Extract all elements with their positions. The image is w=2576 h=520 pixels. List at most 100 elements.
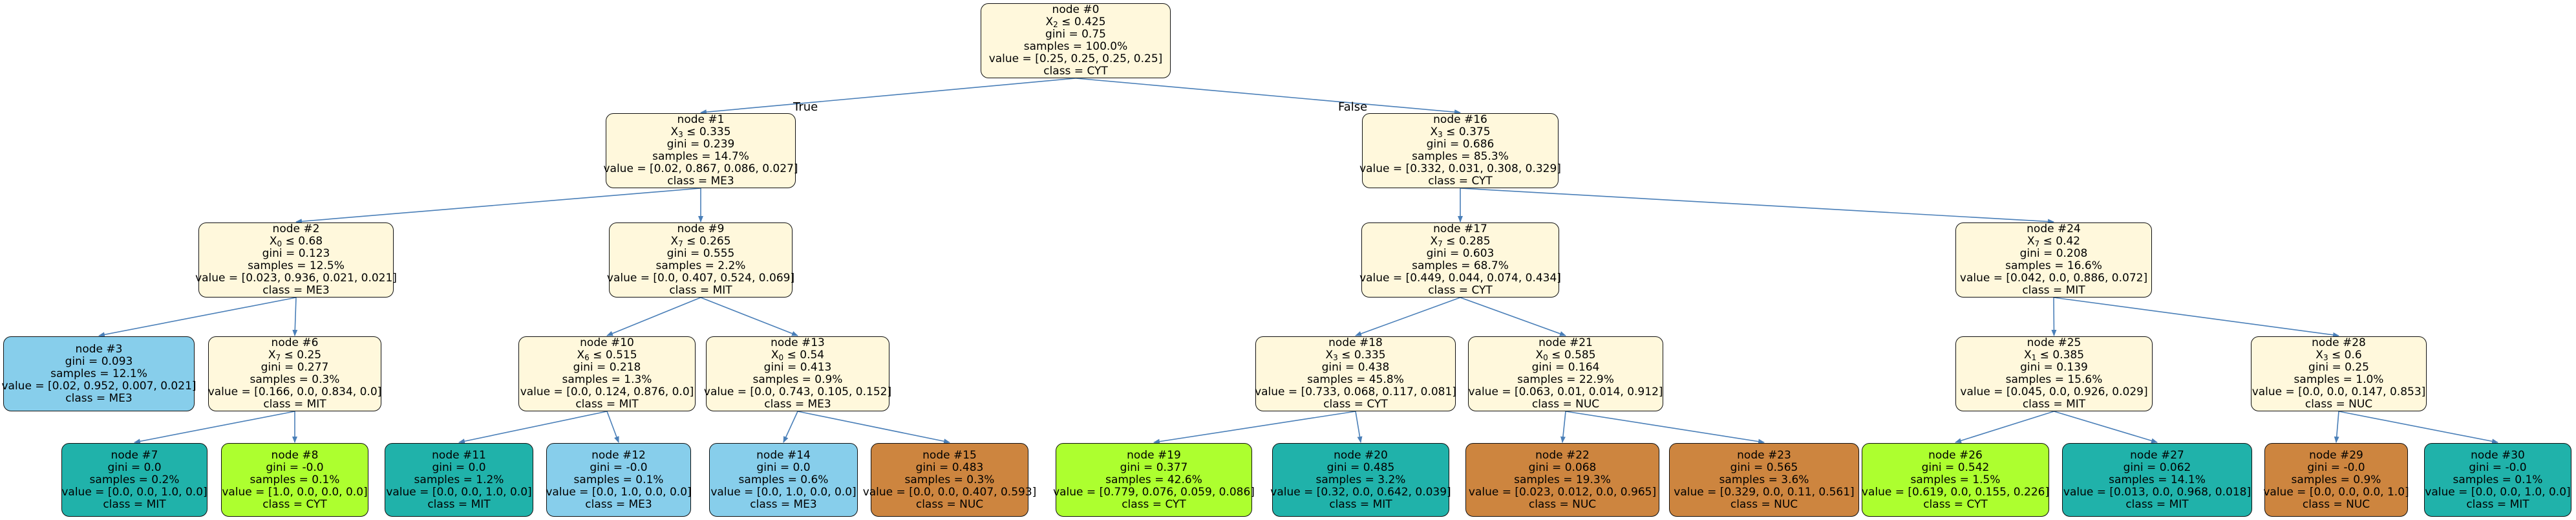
node-title: node #1 [677, 113, 725, 126]
node-title: node #30 [2471, 448, 2525, 462]
node-gini: gini = 0.377 [1120, 460, 1188, 474]
node-value: value = [0.045, 0.0, 0.926, 0.029] [1960, 385, 2148, 398]
split-feature: X [1430, 125, 1438, 138]
node-gini: gini = 0.0 [107, 460, 162, 474]
split-operator: ≤ [1442, 125, 1459, 138]
node-samples: samples = 1.0% [2294, 373, 2384, 386]
node-title: node #12 [591, 448, 646, 462]
node-gini: gini = 0.25 [2308, 361, 2369, 374]
split-feature: X [577, 349, 585, 362]
split-threshold: 0.285 [1458, 235, 1491, 248]
node-samples: samples = 0.2% [89, 473, 180, 486]
split-threshold: 0.515 [605, 349, 637, 362]
node-title: node #8 [271, 448, 319, 462]
split-feature-index: 3 [1438, 130, 1443, 139]
edge-2-3 [98, 297, 297, 338]
node-title: node #7 [111, 448, 158, 462]
split-feature-index: 3 [1333, 353, 1338, 362]
split-threshold: 0.6 [2344, 349, 2362, 362]
node-split-rule: X2 ≤ 0.425 [1045, 16, 1105, 29]
edge-28-29 [2334, 411, 2339, 443]
edge-9-10 [606, 297, 701, 336]
node-class: class = CYT [1428, 175, 1493, 188]
edge-18-19 [1153, 411, 1356, 444]
node-samples: samples = 14.7% [652, 150, 749, 163]
node-title: node #24 [2027, 222, 2081, 235]
node-value: value = [0.32, 0.0, 0.642, 0.039] [1270, 485, 1451, 499]
node-split-rule: X3 ≤ 0.335 [1325, 349, 1385, 362]
split-operator: ≤ [589, 349, 606, 362]
node-value: value = [0.013, 0.0, 0.968, 0.018] [2063, 485, 2251, 499]
split-feature: X [1045, 16, 1054, 28]
node-title: node #22 [1535, 448, 1590, 462]
node-gini: gini = 0.542 [1921, 460, 1990, 474]
node-class: class = MIT [103, 497, 166, 511]
node-split-rule: X3 ≤ 0.335 [670, 125, 731, 139]
edge-0-16 [1075, 78, 1461, 115]
split-operator: ≤ [2036, 349, 2053, 362]
node-class: class = NUC [1730, 497, 1798, 511]
node-class: class = ME3 [764, 398, 831, 411]
edge-25-27 [2054, 411, 2158, 444]
node-title: node #26 [1928, 448, 1983, 462]
node-samples: samples = 3.6% [1719, 473, 1809, 486]
split-feature: X [269, 235, 277, 248]
node-gini: gini = 0.093 [65, 354, 133, 368]
edge-28-30 [2338, 411, 2498, 444]
edge-17-21 [1460, 297, 1566, 336]
split-operator: ≤ [1548, 349, 1564, 362]
node-samples: samples = 45.8% [1307, 373, 1404, 386]
node-value: value = [0.0, 0.743, 0.105, 0.152] [703, 385, 892, 398]
edge-24-28 [2053, 297, 2339, 338]
node-samples: samples = 16.6% [2005, 259, 2102, 272]
edge-17-18 [1355, 297, 1461, 336]
split-operator: ≤ [2039, 235, 2056, 248]
split-operator: ≤ [783, 349, 800, 362]
node-class: class = MIT [2466, 497, 2529, 511]
node-samples: samples = 0.1% [250, 473, 340, 486]
node-gini: gini = 0.485 [1326, 460, 1395, 474]
split-threshold: 0.335 [699, 125, 731, 138]
node-value: value = [0.0, 0.0, 1.0, 0.0] [2425, 485, 2571, 499]
split-operator: ≤ [683, 125, 699, 138]
split-operator: ≤ [2328, 349, 2345, 362]
node-split-rule: X7 ≤ 0.25 [268, 349, 321, 362]
node-samples: samples = 19.3% [1514, 473, 1611, 486]
node-value: value = [0.733, 0.068, 0.117, 0.081] [1255, 385, 1456, 398]
split-threshold: 0.54 [800, 349, 825, 362]
node-value: value = [0.332, 0.031, 0.308, 0.329] [1359, 162, 1561, 175]
node-class: class = CYT [1043, 65, 1108, 78]
node-class: class = MIT [2022, 398, 2086, 411]
edge-label-false: False [1338, 100, 1368, 114]
node-value: value = [0.779, 0.076, 0.059, 0.086] [1053, 485, 1255, 499]
node-class: class = CYT [262, 497, 327, 511]
edge-21-22 [1560, 411, 1566, 443]
split-feature-index: 1 [2031, 353, 2037, 362]
node-class: class = MIT [427, 497, 491, 511]
node-class: class = NUC [915, 497, 984, 511]
node-samples: samples = 42.6% [1105, 473, 1202, 486]
edge-16-24 [1460, 188, 2054, 224]
edge-18-20 [1355, 411, 1363, 443]
node-value: value = [0.0, 0.0, 1.0, 0.0] [61, 485, 208, 499]
node-gini: gini = 0.0 [432, 460, 486, 474]
node-split-rule: X7 ≤ 0.42 [2027, 235, 2080, 248]
split-feature: X [2023, 349, 2032, 362]
node-gini: gini = 0.123 [262, 247, 330, 260]
node-gini: gini = 0.062 [2123, 460, 2191, 474]
node-class: class = NUC [1528, 497, 1597, 511]
node-value: value = [0.02, 0.952, 0.007, 0.021] [1, 379, 197, 393]
edge-1-2 [295, 188, 701, 224]
node-samples: samples = 12.1% [50, 367, 147, 380]
node-samples: samples = 1.5% [1910, 473, 2001, 486]
